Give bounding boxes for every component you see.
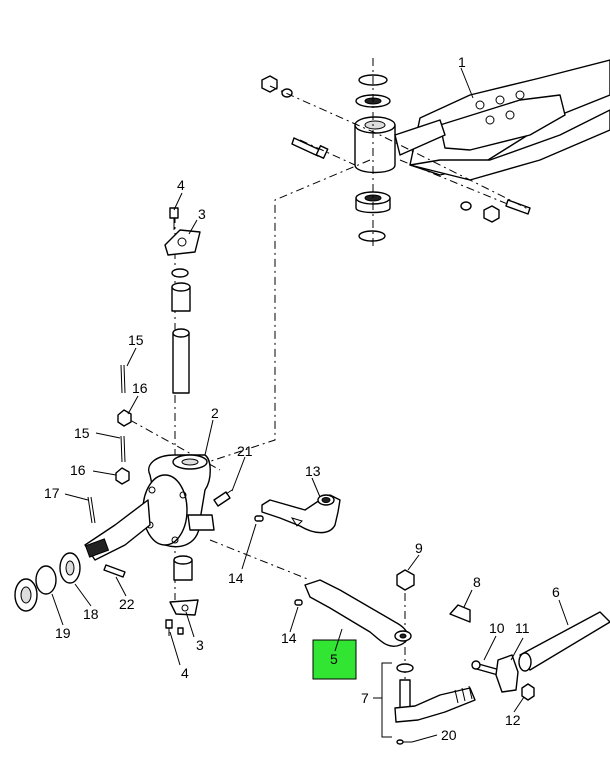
cotter-pin-17 (87, 496, 96, 524)
cap-bolt-lower (165, 619, 184, 636)
pin-22 (103, 564, 126, 578)
highlight-box-part-5[interactable] (312, 639, 357, 680)
cap-bolt-upper (169, 207, 179, 230)
callout-14-lower: 14 (281, 630, 297, 646)
axle-pin-bolt (291, 137, 329, 159)
upper-shim (171, 268, 189, 278)
cotter-pin-upper (120, 364, 126, 394)
tie-rod-end (394, 679, 476, 723)
callout-9: 9 (415, 540, 423, 556)
callout-13: 13 (305, 463, 321, 479)
bracket-7 (381, 662, 392, 738)
callout-21: 21 (237, 443, 253, 459)
bushing-upper (171, 282, 191, 312)
callout-3-upper: 3 (198, 206, 206, 222)
callout-1: 1 (458, 54, 466, 70)
callout-12: 12 (505, 712, 521, 728)
callout-20: 20 (441, 727, 457, 743)
callout-16-lower: 16 (70, 462, 86, 478)
leader-lines (51, 67, 569, 743)
wedge-8 (449, 604, 471, 623)
cross-tube-6[interactable] (518, 611, 610, 672)
tie-rod-washer (396, 663, 414, 673)
callout-15-lower: 15 (74, 425, 90, 441)
callout-4-upper: 4 (177, 177, 185, 193)
callout-17: 17 (44, 485, 60, 501)
callout-6: 6 (552, 584, 560, 600)
slotted-nut-upper (117, 409, 132, 427)
axis-line-kingpin (174, 159, 371, 600)
washer-18 (59, 552, 81, 584)
steering-arm-13[interactable] (261, 494, 341, 534)
callout-15-upper: 15 (128, 332, 144, 348)
callout-11: 11 (515, 620, 530, 636)
axle-nut-left (261, 75, 293, 98)
nut-12 (521, 683, 535, 701)
callout-16-upper: 16 (132, 380, 148, 396)
tie-rod-arm-5[interactable] (304, 579, 412, 647)
castle-nut-9 (396, 569, 415, 591)
callout-2: 2 (211, 405, 219, 421)
slotted-nut-lower (115, 467, 130, 485)
callout-19: 19 (55, 625, 71, 641)
callout-8: 8 (473, 574, 481, 590)
cotter-pin-20 (396, 739, 412, 745)
kingpin (172, 328, 190, 394)
callout-3-lower: 3 (196, 637, 204, 653)
upper-cap[interactable] (164, 229, 201, 256)
callout-4-lower: 4 (181, 665, 189, 681)
callout-22: 22 (119, 596, 135, 612)
callout-labels: 1 2 3 3 4 4 5 6 7 8 9 10 11 12 13 14 14 … (44, 54, 560, 743)
grease-fitting-21 (213, 489, 233, 507)
callout-18: 18 (83, 606, 99, 622)
callout-14-upper: 14 (228, 570, 244, 586)
woodruff-key-14-upper (254, 515, 264, 522)
spindle-nut-19 (14, 565, 57, 612)
woodruff-key-14-lower (294, 599, 303, 606)
lower-cap[interactable] (169, 599, 199, 616)
front-axle-beam[interactable] (354, 59, 610, 181)
callout-5: 5 (330, 651, 338, 667)
cotter-pin-lower (120, 435, 126, 463)
callout-7: 7 (361, 690, 369, 706)
clamp-11[interactable] (495, 654, 519, 693)
bushing-lower (173, 555, 193, 581)
callout-10: 10 (489, 620, 505, 636)
steering-knuckle[interactable] (84, 454, 215, 561)
axle-bolt-right (460, 199, 531, 223)
axis-line-axle (269, 58, 531, 250)
